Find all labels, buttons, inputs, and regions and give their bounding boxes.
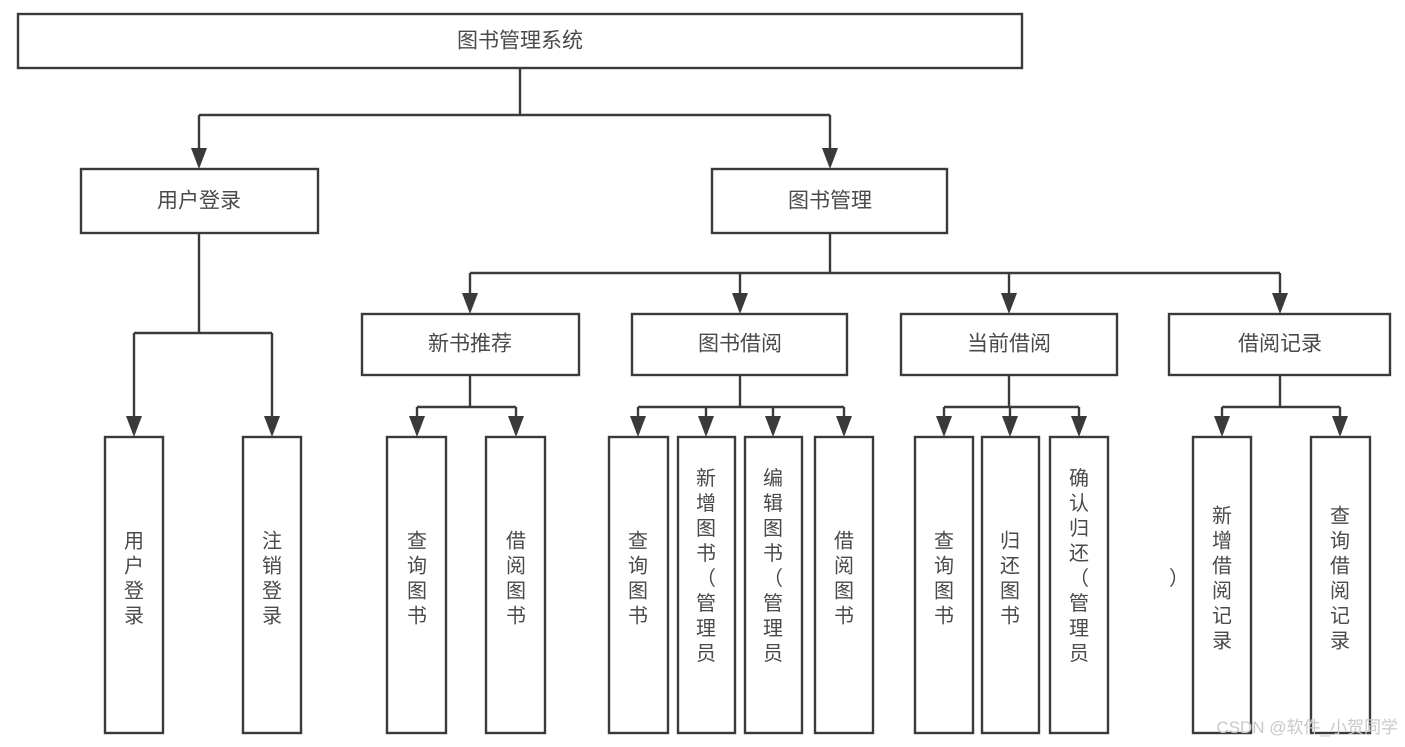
node-box-user-login[interactable] — [79, 167, 320, 235]
node-leaf-cb-confirm-return[interactable]: 确认归还（管理员） — [1048, 435, 1189, 735]
arrowhead-leaf-bb-4 — [836, 416, 852, 437]
node-leaf-bb-edit-book[interactable]: 编辑图书（管理员） — [743, 435, 883, 735]
arrowhead-leaf-nbr-2 — [508, 416, 524, 437]
node-box-leaf-br-1[interactable] — [1191, 435, 1253, 735]
node-root-book-management-system[interactable]: 图书管理系统 — [16, 12, 1024, 70]
node-book-borrow[interactable]: 图书借阅 — [630, 312, 849, 377]
node-box-borrow-record[interactable] — [1167, 312, 1392, 377]
node-label-leaf-bb-2: 新增图书（管理员） — [696, 467, 816, 665]
arrowhead-new-book-recommend — [462, 293, 478, 314]
node-leaf-bb-query-book[interactable]: 查询图书 — [607, 435, 670, 735]
node-label-leaf-cb-1: 查询图书 — [934, 530, 954, 628]
node-leaf-nbr-query-book[interactable]: 查询图书 — [385, 435, 448, 735]
node-box-book-management[interactable] — [710, 167, 949, 235]
node-label-leaf-br-1: 新增借阅记录 — [1212, 505, 1232, 653]
node-box-leaf-ul-2[interactable] — [241, 435, 303, 735]
node-box-root[interactable] — [16, 12, 1024, 70]
node-box-leaf-ul-1[interactable] — [103, 435, 165, 735]
arrowhead-leaf-cb-2 — [1002, 416, 1018, 437]
node-box-leaf-bb-1[interactable] — [607, 435, 670, 735]
connector-group-new-book-recommend — [409, 375, 524, 437]
arrowhead-leaf-br-1 — [1214, 416, 1230, 437]
node-leaf-cb-return-book[interactable]: 归还图书 — [980, 435, 1041, 735]
connector-group-current-borrow — [936, 375, 1087, 437]
node-box-leaf-br-2[interactable] — [1309, 435, 1372, 735]
node-box-leaf-cb-3[interactable] — [1048, 435, 1110, 735]
node-label-leaf-bb-3: 编辑图书（管理员） — [763, 467, 883, 665]
node-label-book-borrow: 图书借阅 — [698, 333, 782, 356]
node-box-book-borrow[interactable] — [630, 312, 849, 377]
node-label-borrow-record: 借阅记录 — [1238, 333, 1322, 356]
node-new-book-recommend[interactable]: 新书推荐 — [360, 312, 581, 377]
arrowhead-leaf-bb-1 — [630, 416, 646, 437]
node-box-leaf-bb-3[interactable] — [743, 435, 804, 735]
connector-group-user-login — [126, 233, 280, 437]
arrowhead-leaf-nbr-1 — [409, 416, 425, 437]
node-label-leaf-cb-2: 归还图书 — [1000, 530, 1020, 628]
connector-group-book-mgmt — [462, 233, 1288, 314]
arrowhead-leaf-bb-3 — [765, 416, 781, 437]
node-box-new-book-recommend[interactable] — [360, 312, 581, 377]
arrowhead-leaf-user-login-2 — [264, 416, 280, 437]
node-leaf-bb-borrow-book[interactable]: 借阅图书 — [813, 435, 875, 735]
connector-group-root — [191, 68, 838, 169]
arrowhead-borrow-record — [1272, 293, 1288, 314]
node-book-management[interactable]: 图书管理 — [710, 167, 949, 235]
arrowhead-book-borrow — [732, 293, 748, 314]
arrowhead-leaf-bb-2 — [698, 416, 714, 437]
node-label-new-book-recommend: 新书推荐 — [428, 333, 512, 356]
node-label-leaf-ul-1: 用户登录 — [124, 531, 144, 628]
node-box-leaf-bb-2[interactable] — [676, 435, 737, 735]
arrowhead-leaf-cb-1 — [936, 416, 952, 437]
node-box-leaf-nbr-1[interactable] — [385, 435, 448, 735]
node-label-leaf-cb-3: 确认归还（管理员） — [1069, 467, 1189, 665]
node-leaf-user-login-logout[interactable]: 注销登录 — [241, 435, 303, 735]
node-label-user-login: 用户登录 — [157, 190, 241, 213]
node-label-current-borrow: 当前借阅 — [967, 333, 1051, 356]
arrowhead-leaf-cb-3 — [1071, 416, 1087, 437]
node-label-leaf-nbr-1: 查询图书 — [407, 530, 427, 628]
node-label-leaf-ul-2: 注销登录 — [262, 530, 282, 628]
node-label-leaf-bb-4: 借阅图书 — [834, 530, 854, 628]
node-leaf-br-query-record[interactable]: 查询借阅记录 — [1309, 435, 1372, 735]
arrowhead-leaf-br-2 — [1332, 416, 1348, 437]
arrowhead-leaf-user-login-1 — [126, 416, 142, 437]
arrowhead-user-login — [191, 148, 207, 169]
node-box-leaf-cb-1[interactable] — [913, 435, 975, 735]
node-box-leaf-bb-4[interactable] — [813, 435, 875, 735]
node-leaf-bb-add-book[interactable]: 新增图书（管理员） — [676, 435, 816, 735]
csdn-watermark: CSDN @软件_小贺同学 — [1216, 718, 1398, 737]
node-leaf-nbr-borrow-book[interactable]: 借阅图书 — [484, 435, 547, 735]
node-borrow-record[interactable]: 借阅记录 — [1167, 312, 1392, 377]
arrowhead-book-mgmt — [822, 148, 838, 169]
node-label-root: 图书管理系统 — [457, 30, 583, 53]
node-label-book-management: 图书管理 — [788, 190, 872, 213]
node-box-leaf-nbr-2[interactable] — [484, 435, 547, 735]
node-box-leaf-cb-2[interactable] — [980, 435, 1041, 735]
node-leaf-cb-query-book[interactable]: 查询图书 — [913, 435, 975, 735]
node-label-leaf-nbr-2: 借阅图书 — [506, 530, 526, 628]
connector-group-borrow-record — [1214, 375, 1348, 437]
node-current-borrow[interactable]: 当前借阅 — [899, 312, 1119, 377]
node-user-login[interactable]: 用户登录 — [79, 167, 320, 235]
node-label-leaf-bb-1: 查询图书 — [628, 530, 648, 628]
node-leaf-user-login-login[interactable]: 用户登录 — [103, 435, 165, 735]
connector-group-book-borrow — [630, 375, 852, 437]
node-label-leaf-br-2: 查询借阅记录 — [1330, 505, 1350, 653]
arrowhead-current-borrow — [1001, 293, 1017, 314]
node-box-current-borrow[interactable] — [899, 312, 1119, 377]
node-leaf-br-add-record[interactable]: 新增借阅记录 — [1191, 435, 1253, 735]
